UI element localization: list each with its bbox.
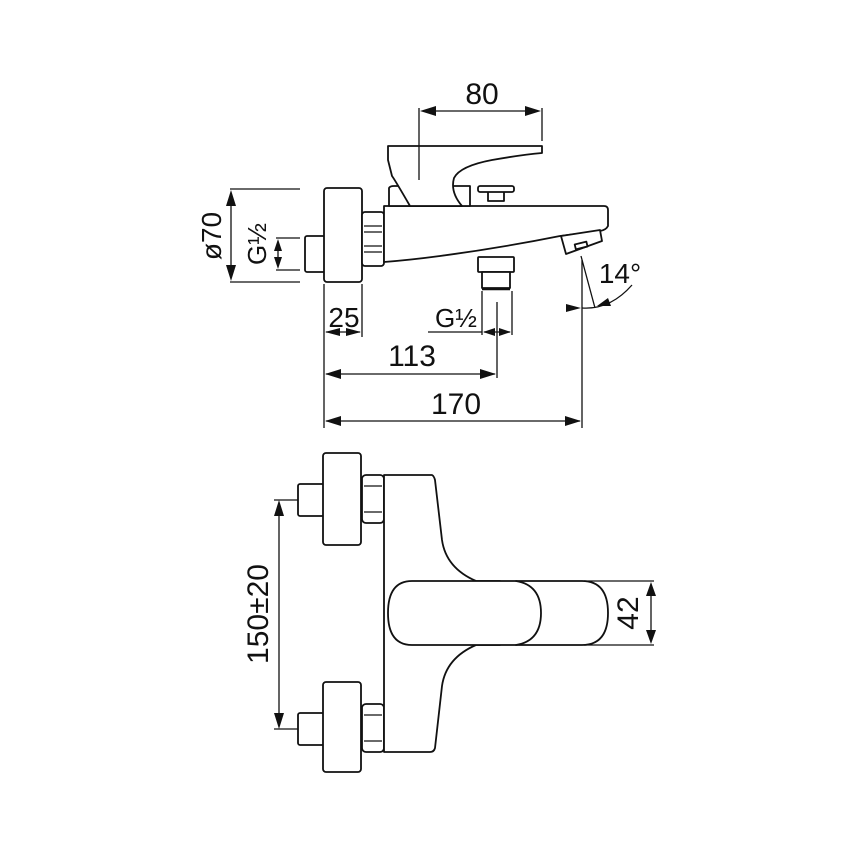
upper-hex-nut: [361, 474, 385, 524]
dim-label-14-degrees: 14°: [599, 258, 641, 289]
lower-hex-nut: [361, 703, 385, 753]
front-view: 150±20 42: [242, 452, 656, 773]
upper-inlet-pipe: [297, 483, 325, 517]
dim-label-inlet-thread: G½: [242, 223, 272, 265]
side-view: 80 ø70 G½ 25: [196, 78, 641, 428]
lower-inlet-pipe: [297, 712, 325, 746]
dimension-diameter-70: ø70: [196, 188, 300, 283]
dimension-113: 113: [325, 340, 496, 379]
dim-label-113: 113: [388, 340, 436, 373]
inlet-pipe: [304, 235, 326, 273]
dimension-outlet-thread: G½: [428, 291, 513, 378]
dim-label-diameter: ø70: [196, 212, 227, 260]
lower-wall-flange: [322, 681, 362, 773]
dim-label-42: 42: [612, 596, 645, 629]
dim-label-80: 80: [465, 78, 498, 111]
dimension-25: 25: [323, 284, 363, 428]
dimension-80: 80: [418, 78, 543, 180]
lever-handle-front: [387, 580, 609, 646]
lever-handle: [387, 145, 543, 207]
upper-wall-flange: [322, 452, 362, 546]
dim-label-170: 170: [431, 388, 481, 421]
dimension-inlet-thread: G½: [242, 223, 300, 271]
bottom-outlet: [477, 256, 515, 291]
dimension-42: 42: [584, 580, 656, 646]
dimension-angle-14: 14°: [566, 255, 641, 312]
hex-nut: [361, 211, 385, 267]
dim-label-150-20: 150±20: [242, 564, 275, 664]
dim-label-25: 25: [328, 302, 359, 333]
diverter-knob: [477, 185, 515, 202]
wall-flange: [323, 187, 363, 283]
dimension-170: 170: [325, 260, 583, 428]
dim-label-outlet-thread: G½: [435, 303, 477, 333]
dimension-150-20: 150±20: [242, 499, 298, 730]
mixer-body: [383, 205, 609, 263]
